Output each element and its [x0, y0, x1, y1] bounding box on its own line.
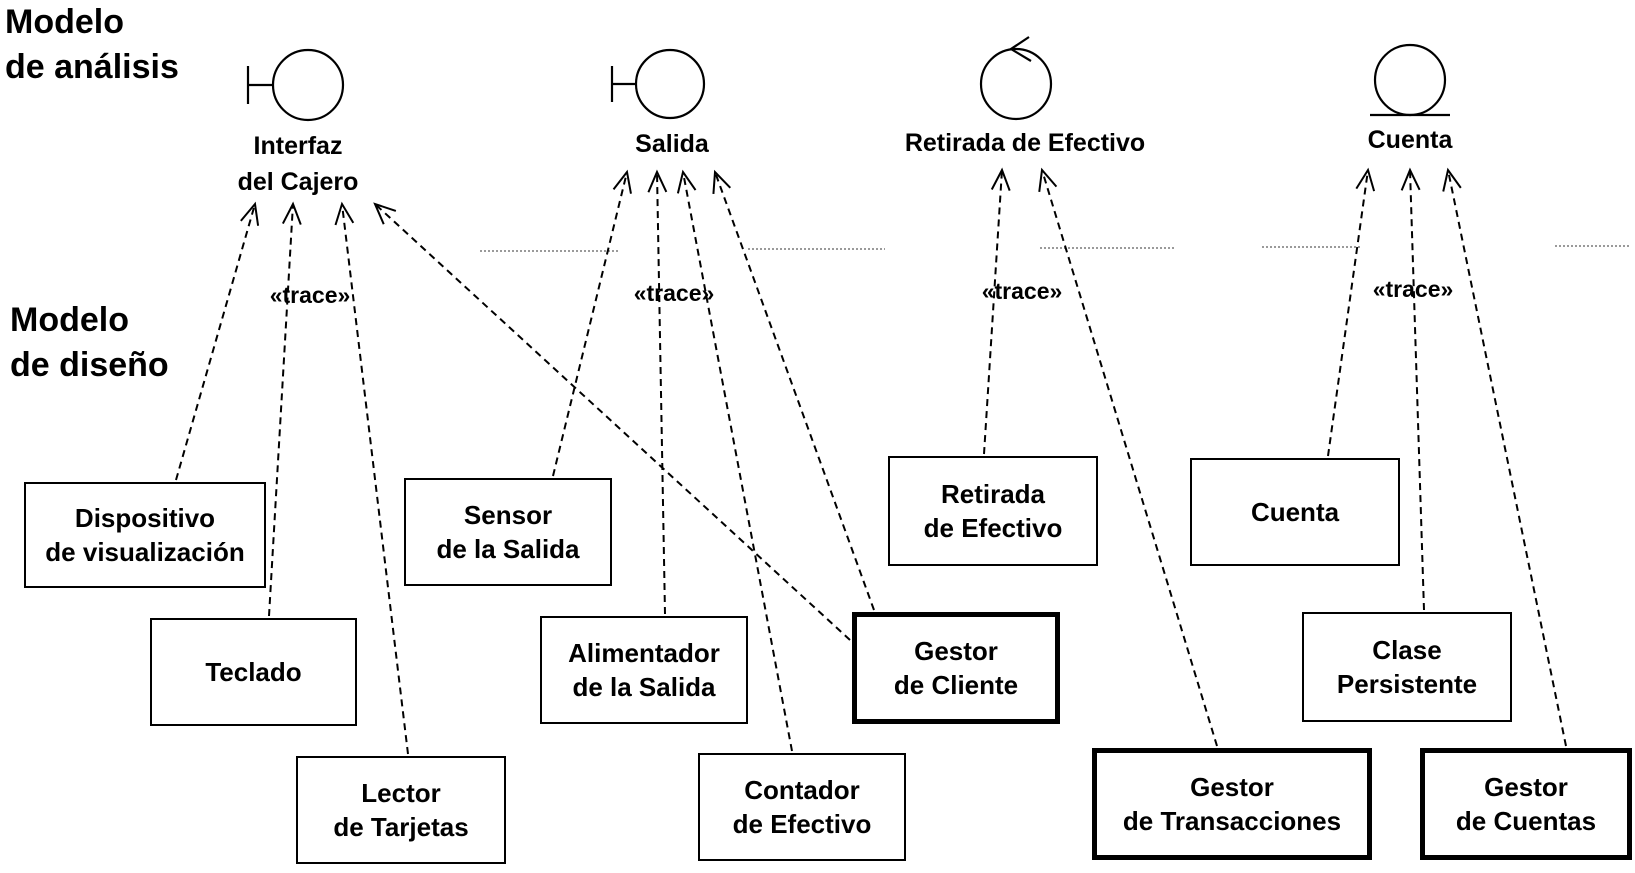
design-class-label: Contador	[744, 775, 860, 805]
design-model-label-line: de diseño	[10, 346, 169, 384]
analysis-class-salida-name: Salida	[635, 126, 709, 162]
analysis-model-label: Modelo de análisis	[5, 0, 179, 90]
trace-stereotype-label: «trace»	[633, 280, 715, 306]
trace-line-sensor-to-salida	[552, 171, 628, 477]
trace-line-teclado-to-interfaz	[268, 203, 294, 617]
trace-arrowhead-gestor-cliente-to-interfaz	[373, 202, 397, 225]
design-class-label: Gestor	[914, 636, 998, 666]
design-class-label: Clase	[1372, 635, 1442, 665]
design-class-label: de la Salida	[572, 672, 716, 702]
design-class-retirada: Retirada de Efectivo	[888, 456, 1098, 566]
trace-line-dispositivo-to-interfaz	[175, 203, 256, 481]
trace-arrowhead-lector-to-interfaz	[334, 201, 355, 226]
trace-line-gestor-cuentas-to-cuenta	[1447, 169, 1567, 747]
design-class-gestor-cliente: Gestor de Cliente	[852, 612, 1060, 724]
trace-arrowhead-cuenta-d-to-cuenta	[1355, 167, 1376, 192]
analysis-model-label-line: de análisis	[5, 48, 179, 86]
boundary-icon	[246, 48, 345, 122]
design-class-label: de la Salida	[436, 534, 580, 564]
analysis-class-cuenta-name: Cuenta	[1368, 122, 1453, 158]
trace-line-clase-pers-to-cuenta	[1409, 169, 1425, 611]
design-class-label: de Efectivo	[923, 513, 1063, 543]
trace-arrowhead-clase-pers-to-cuenta	[1400, 167, 1421, 191]
analysis-class-name-line: Interfaz	[253, 132, 343, 160]
design-class-label: Lector	[361, 778, 441, 808]
trace-arrowhead-gestor-cliente-to-salida	[712, 169, 732, 195]
trace-stereotype-label: «trace»	[981, 278, 1063, 304]
model-separator	[480, 245, 1630, 252]
design-class-label: de Cliente	[893, 670, 1019, 700]
design-class-sensor: Sensor de la Salida	[404, 478, 612, 586]
trace-arrowhead-gestor-trans-to-retirada	[1038, 167, 1058, 192]
boundary-icon	[610, 48, 706, 120]
control-icon	[979, 36, 1053, 121]
analysis-model-label-line: Modelo	[5, 3, 124, 41]
design-class-label: Cuenta	[1250, 497, 1340, 527]
trace-arrowhead-dispositivo-to-interfaz	[240, 201, 260, 226]
analysis-class-name-line: Cuenta	[1367, 126, 1453, 154]
design-class-contador: Contador de Efectivo	[698, 753, 906, 861]
design-class-label: de Tarjetas	[333, 812, 469, 842]
trace-stereotype-label: «trace»	[1372, 276, 1454, 302]
entity-icon	[1370, 43, 1450, 117]
trace-line-contador-to-salida	[682, 171, 793, 752]
design-class-lector: Lector de Tarjetas	[296, 756, 506, 864]
design-class-gestor-transacciones: Gestor de Transacciones	[1092, 748, 1372, 860]
trace-arrowhead-contador-to-salida	[676, 169, 697, 194]
design-class-label: Teclado	[205, 657, 302, 687]
analysis-class-name-line: Salida	[635, 130, 709, 158]
design-class-alimentador: Alimentador de la Salida	[540, 616, 748, 724]
design-class-teclado: Teclado	[150, 618, 357, 726]
design-class-label: Alimentador	[568, 638, 720, 668]
trace-line-alimentador-to-salida	[656, 171, 666, 615]
design-class-label: de visualización	[45, 537, 245, 567]
analysis-class-retirada-name: Retirada de Efectivo	[905, 125, 1145, 161]
design-class-label: Gestor	[1190, 772, 1274, 802]
design-class-clase-persistente: Clase Persistente	[1302, 612, 1512, 722]
trace-dependencies	[175, 167, 1567, 755]
design-model-label: Modelo de diseño	[10, 298, 169, 388]
trace-line-cuenta-d-to-cuenta	[1327, 169, 1369, 457]
trace-line-gestor-trans-to-retirada	[1041, 169, 1218, 747]
design-class-dispositivo: Dispositivo de visualización	[24, 482, 266, 588]
trace-arrowhead-alimentador-to-salida	[647, 169, 668, 193]
trace-arrowhead-gestor-cuentas-to-cuenta	[1442, 167, 1462, 192]
trace-line-retirada-d-to-retirada	[983, 169, 1003, 455]
design-class-label: Gestor	[1484, 772, 1568, 802]
trace-arrowhead-retirada-d-to-retirada	[990, 167, 1011, 191]
design-model-label-line: Modelo	[10, 301, 129, 339]
design-class-cuenta: Cuenta	[1190, 458, 1400, 566]
analysis-class-interfaz-name: Interfaz del Cajero	[238, 128, 359, 200]
design-class-gestor-cuentas: Gestor de Cuentas	[1420, 748, 1632, 860]
analysis-class-name-line: del Cajero	[237, 168, 359, 196]
trace-line-gestor-cliente-to-salida	[714, 171, 875, 611]
trace-arrowhead-teclado-to-interfaz	[281, 201, 302, 225]
design-class-label: Dispositivo	[74, 503, 216, 533]
trace-arrowhead-sensor-to-salida	[612, 169, 632, 194]
design-class-label: Persistente	[1336, 669, 1478, 699]
design-class-label: de Transacciones	[1122, 806, 1342, 836]
design-class-label: Retirada	[940, 479, 1046, 509]
trace-line-lector-to-interfaz	[341, 203, 409, 755]
design-class-label: de Cuentas	[1455, 806, 1597, 836]
design-class-label: Sensor	[463, 500, 553, 530]
analysis-class-name-line: Retirada de Efectivo	[904, 129, 1146, 157]
trace-stereotype-label: «trace»	[269, 282, 351, 308]
design-class-label: de Efectivo	[732, 809, 872, 839]
